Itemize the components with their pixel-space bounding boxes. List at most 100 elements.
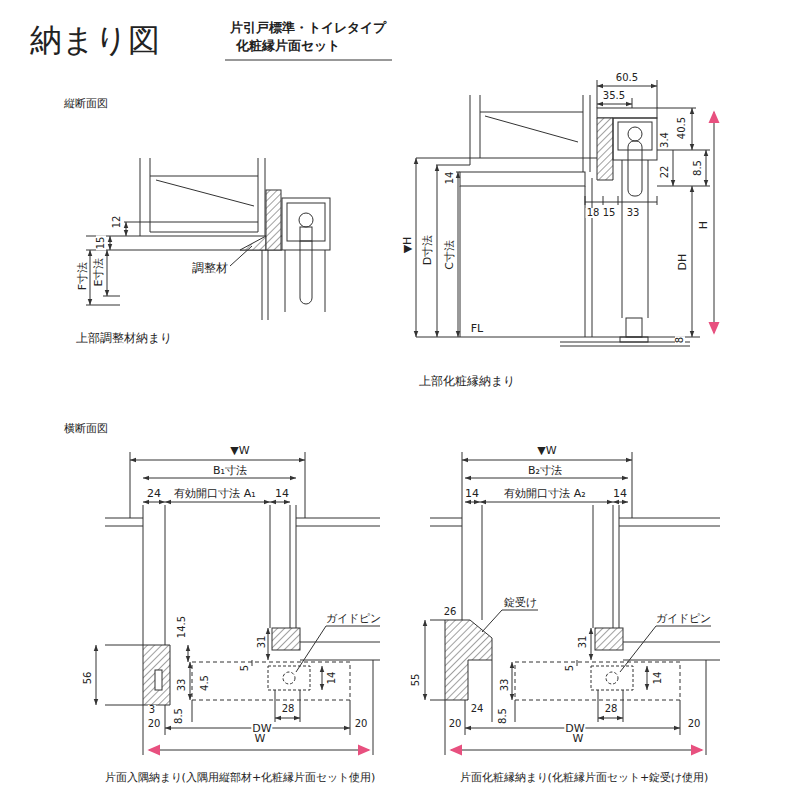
casing-plan-section [430,620,445,621]
upper-adjuster-section [86,158,330,320]
dimension-value: 3 [148,705,156,715]
corner-plan-section [270,502,290,503]
casing-plan-section [515,700,516,722]
upper-adjuster-section [325,250,326,312]
casing-plan-section [465,502,480,503]
subtitle: 片引戸標準・トイレタイプ [229,21,387,34]
corner-plan-section [283,672,295,684]
dimension-value: 有効開口寸法 A₁ [173,488,256,499]
corner-plan-section [373,660,374,755]
upper-adjuster-section [287,203,325,241]
upper-adjuster-section [103,296,120,297]
corner-plan-section [105,526,143,527]
corner-plan-section [155,670,162,690]
upper-casing-section [628,141,642,196]
corner-plan-section [192,662,350,700]
width-arrow [149,750,369,751]
dimension-value: B₂寸法 [527,465,563,476]
upper-adjuster-section [230,246,252,266]
casing-plan-section [425,452,720,755]
upper-casing-section [480,112,583,113]
dimension-value: 8.5 [693,159,703,177]
upper-casing-section [437,165,438,337]
upper-casing-section [597,118,613,180]
upper-adjuster-section [107,250,108,296]
dimension-value: 18 [586,208,601,218]
dimension-value: 15 [602,208,617,218]
dimension-value: F寸法 [77,261,88,291]
dimension-value: 8.5 [498,707,508,725]
dimension-value: 26 [443,607,458,617]
casing-plan-section [480,502,613,503]
casing-plan-section [465,700,466,735]
corner-plan-section [270,505,271,628]
dimension-value: D寸法 [422,234,433,266]
part-name: 調整材 [191,262,229,274]
casing-plan-section [593,505,594,628]
upper-casing-section [597,86,657,87]
drawing-title: 納まり図 [29,24,161,56]
dimension-value: 有効開口寸法 A₂ [503,488,586,499]
dimension-value: 33 [500,678,510,693]
dimension-value: ▼W [229,445,250,456]
corner-plan-section [165,502,270,503]
dimension-value: 8 [675,336,685,344]
casing-plan-section [598,690,599,722]
casing-plan-section [430,518,462,519]
upper-adjuster-section [90,250,91,305]
casing-plan-section [620,626,656,672]
casing-plan-section [647,666,648,690]
dimension-value: 33 [626,208,641,218]
corner-plan-section [300,642,380,643]
corner-plan-section [252,660,253,666]
casing-plan-section [595,628,623,650]
upper-casing-section [618,122,652,150]
upper-casing-section [706,150,707,186]
upper-casing-section [485,116,578,142]
casing-plan-section [512,662,513,700]
dimension-value: 20 [448,719,463,729]
dimension-value: 5 [565,664,575,672]
part-name: 錠受け [503,597,538,608]
corner-plan-section [296,505,297,628]
width-arrow [149,750,369,751]
upper-casing-section [618,196,619,205]
caption: 上部調整材納まり [75,332,173,344]
upper-casing-section [458,172,459,337]
upper-casing-section [657,150,710,151]
dimension-value: 20 [354,719,369,729]
caption: 片面入隅納まり(入隅用縦部材+化粧縁片面セット使用) [104,772,377,783]
casing-plan-section [656,626,711,627]
casing-plan-section [632,452,633,518]
section-heading: 横断面図 [63,423,109,434]
corner-plan-section [275,718,300,719]
corner-plan-section [300,690,301,722]
dimension-value: DH [677,253,688,272]
casing-plan-section [465,478,628,479]
dimension-value: 3.4 [660,131,670,149]
upper-adjuster-section [282,198,330,250]
corner-plan-section [105,518,143,519]
caption: 片面化粧縁納まり(化粧縁片面セット+錠受け使用) [459,772,710,783]
corner-plan-section [326,626,380,627]
corner-plan-section [188,645,189,662]
casing-plan-section [619,526,720,527]
dimension-value: ▼H [402,236,413,255]
upper-casing-section [583,95,584,172]
dimension-value: 33 [177,678,187,693]
dimension-value: 14 [274,488,290,499]
casing-plan-section [482,505,483,620]
upper-casing-section [416,158,417,337]
dimension-value: 14 [327,671,337,686]
casing-plan-section [598,718,623,719]
corner-plan-section [143,645,170,705]
upper-casing-section [613,118,657,160]
casing-plan-section [430,700,445,701]
upper-casing-section [622,160,623,318]
corner-plan-section [96,452,380,755]
corner-plan-section [105,705,143,706]
upper-casing-section [470,95,471,165]
corner-plan-section [268,628,269,660]
upper-adjuster-section [266,190,281,250]
corner-plan-section [275,690,276,722]
